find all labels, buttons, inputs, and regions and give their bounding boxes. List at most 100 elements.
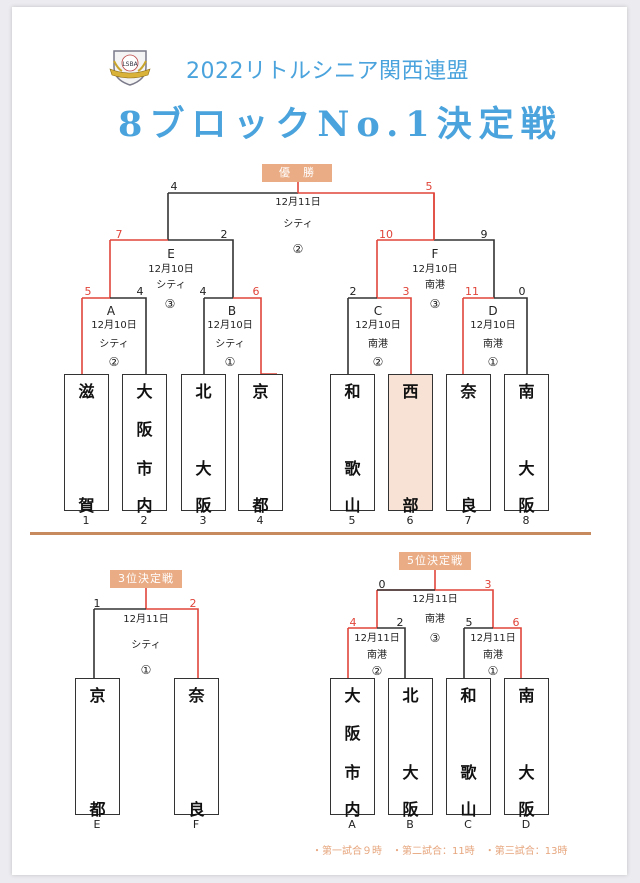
- team-box: 大阪市内: [330, 678, 375, 819]
- qf-a-venue: シティ: [99, 339, 129, 350]
- qf-b-court: ①: [224, 355, 236, 369]
- qf-b-date: 12月10日: [207, 320, 253, 331]
- fifth-semi1-score-left: 4: [349, 616, 357, 629]
- fifth-semi2-left: [463, 627, 493, 678]
- semi-e-score-right: 2: [220, 228, 228, 241]
- team-name-char: 歌: [344, 459, 361, 478]
- team-name-char: 大: [195, 459, 212, 478]
- fifth-semi2-venue: 南港: [483, 650, 503, 661]
- fifth-semi1-court: ②: [371, 664, 383, 678]
- final-venue: シティ: [283, 219, 313, 230]
- fifth-final-score-left: 0: [378, 578, 386, 591]
- team-name-char: 阪: [402, 800, 419, 819]
- team-name-char: 賀: [78, 496, 95, 515]
- qf-c-id: C: [373, 304, 383, 318]
- team-name-char: 阪: [195, 496, 212, 515]
- team-name-char: 阪: [136, 420, 153, 439]
- third-right: [146, 608, 199, 678]
- team-name-char: 市: [136, 459, 153, 478]
- team-name-char: 都: [252, 496, 269, 515]
- semi-f-id: F: [431, 247, 439, 261]
- team-seed-label: 5: [348, 514, 356, 527]
- team-name-char: 阪: [518, 496, 535, 515]
- svg-text:LSBA: LSBA: [122, 61, 138, 68]
- team-name-char: 南: [518, 382, 535, 401]
- team-seed-label: F: [192, 818, 200, 831]
- team-name-char: 阪: [344, 724, 361, 743]
- third-score-left: 1: [93, 597, 101, 610]
- team-name-char: 阪: [518, 800, 535, 819]
- team-seed-label: D: [521, 818, 531, 831]
- team-box: 滋賀: [64, 374, 109, 515]
- semi-f-date: 12月10日: [412, 264, 458, 275]
- qf-a-id: A: [106, 304, 116, 318]
- qf-d-left: [462, 297, 494, 374]
- team-name-char: 京: [252, 382, 269, 401]
- qf-b-venue: シティ: [215, 339, 245, 350]
- team-name-char: 大: [344, 686, 361, 705]
- team-box: 京都: [238, 374, 283, 515]
- team-seed-label: E: [93, 818, 101, 831]
- qf-a-date: 12月10日: [91, 320, 137, 331]
- final-court: ②: [292, 242, 304, 256]
- semi-f-score-right: 9: [480, 228, 488, 241]
- team-name-char: 内: [344, 800, 361, 819]
- qf-a-right: [110, 297, 147, 374]
- team-box: 西部: [388, 374, 433, 515]
- semi-e-right: [168, 239, 234, 298]
- final-date: 12月11日: [275, 197, 321, 208]
- team-seed-label: 2: [140, 514, 148, 527]
- fifth-final-court: ③: [429, 631, 441, 645]
- semi-e-court: ③: [164, 297, 176, 311]
- team-name-char: 都: [89, 800, 106, 819]
- fifth-semi1-venue: 南港: [367, 650, 387, 661]
- team-seed-label: B: [406, 818, 414, 831]
- team-name-char: 和: [460, 686, 477, 705]
- team-name-char: 北: [402, 686, 419, 705]
- qf-c-score-left: 2: [349, 285, 357, 298]
- qf-b-right: [233, 297, 277, 375]
- qf-c-left: [347, 297, 377, 374]
- team-name-char: 内: [136, 496, 153, 515]
- qf-a-score-right: 4: [136, 285, 144, 298]
- team-name-char: 南: [518, 686, 535, 705]
- semi-e-venue: シティ: [156, 280, 186, 291]
- qf-c-court: ②: [372, 355, 384, 369]
- fifth-semi2-court: ①: [487, 664, 499, 678]
- qf-d-court: ①: [487, 355, 499, 369]
- fifth-semi2-score-left: 5: [465, 616, 473, 629]
- qf-d-score-left: 11: [465, 285, 479, 298]
- lsba-logo-icon: LSBA: [109, 50, 151, 86]
- team-name-char: 奈: [460, 382, 477, 401]
- team-seed-label: 6: [406, 514, 414, 527]
- team-name-char: 大: [518, 459, 535, 478]
- team-name-char: 良: [188, 800, 205, 819]
- qf-c-right: [377, 297, 412, 374]
- final-score-right: 5: [425, 180, 433, 193]
- team-seed-label: A: [348, 818, 356, 831]
- team-box: 大阪市内: [122, 374, 167, 515]
- third-score-right: 2: [189, 597, 197, 610]
- team-seed-label: 8: [522, 514, 530, 527]
- team-box: 和歌山: [330, 374, 375, 515]
- qf-c-venue: 南港: [368, 339, 388, 350]
- title-line-2: 8ブロックNo.1決定戦: [118, 104, 563, 145]
- team-name-char: 部: [402, 496, 419, 515]
- team-seed-label: 3: [199, 514, 207, 527]
- team-name-char: 北: [195, 382, 212, 401]
- fifth-semi1-date: 12月11日: [354, 633, 400, 644]
- team-name-char: 歌: [460, 763, 477, 782]
- fifth-final-date: 12月11日: [412, 594, 458, 605]
- third-date: 12月11日: [123, 614, 169, 625]
- title-line-1: 2022リトルシニア関西連盟: [186, 59, 469, 84]
- team-name-char: 市: [344, 763, 361, 782]
- semi-f-left: [376, 239, 434, 298]
- qf-b-id: B: [227, 304, 237, 318]
- third-court: ①: [140, 663, 152, 677]
- team-box: 南大阪: [504, 374, 549, 515]
- semi-e-left: [109, 239, 168, 298]
- third-left: [93, 608, 146, 678]
- qf-d-date: 12月10日: [470, 320, 516, 331]
- fifth-semi1-left: [347, 627, 377, 678]
